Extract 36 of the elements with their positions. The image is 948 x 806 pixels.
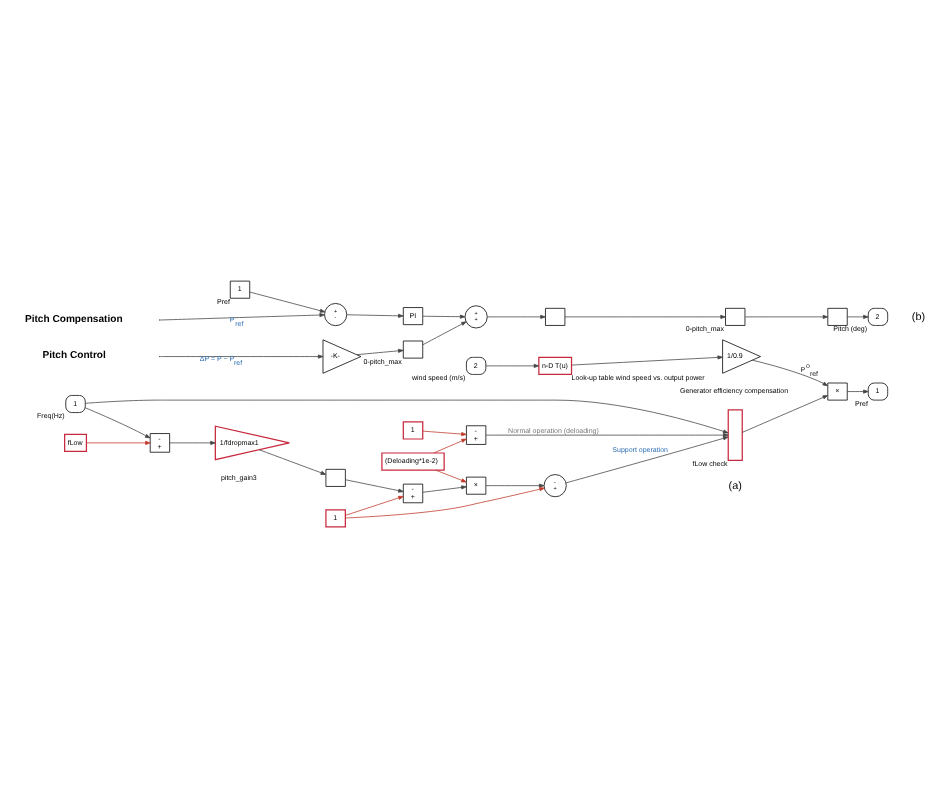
arrow	[257, 448, 326, 474]
arrow	[84, 406, 150, 438]
node-box	[324, 467, 345, 486]
arrow	[845, 388, 868, 393]
arrow	[421, 484, 466, 492]
arrow	[421, 429, 466, 436]
arrow	[355, 347, 403, 355]
arrow	[751, 358, 828, 386]
arrow	[344, 486, 544, 518]
arrow	[570, 354, 722, 365]
arrow	[484, 482, 544, 487]
arrow	[421, 320, 466, 345]
arrow	[740, 394, 828, 432]
arrow	[421, 313, 465, 318]
arrow	[345, 312, 403, 317]
arrow	[484, 362, 539, 367]
arrow	[486, 313, 545, 318]
arrow	[563, 313, 725, 318]
node-box	[724, 306, 745, 325]
arrow	[344, 494, 403, 515]
arrow	[743, 313, 828, 318]
arrow	[845, 313, 868, 318]
node-box	[826, 306, 847, 325]
arrow	[84, 398, 728, 433]
arrow	[484, 432, 728, 437]
arrow	[432, 437, 466, 453]
arrow	[168, 439, 215, 444]
node-box	[544, 306, 565, 325]
arrow	[85, 439, 150, 444]
arrow	[159, 307, 325, 320]
node-box	[401, 339, 423, 358]
arrow	[344, 478, 403, 492]
arrow	[434, 468, 466, 482]
node-box	[726, 408, 742, 460]
arrow	[564, 435, 728, 483]
arrow	[248, 290, 325, 317]
